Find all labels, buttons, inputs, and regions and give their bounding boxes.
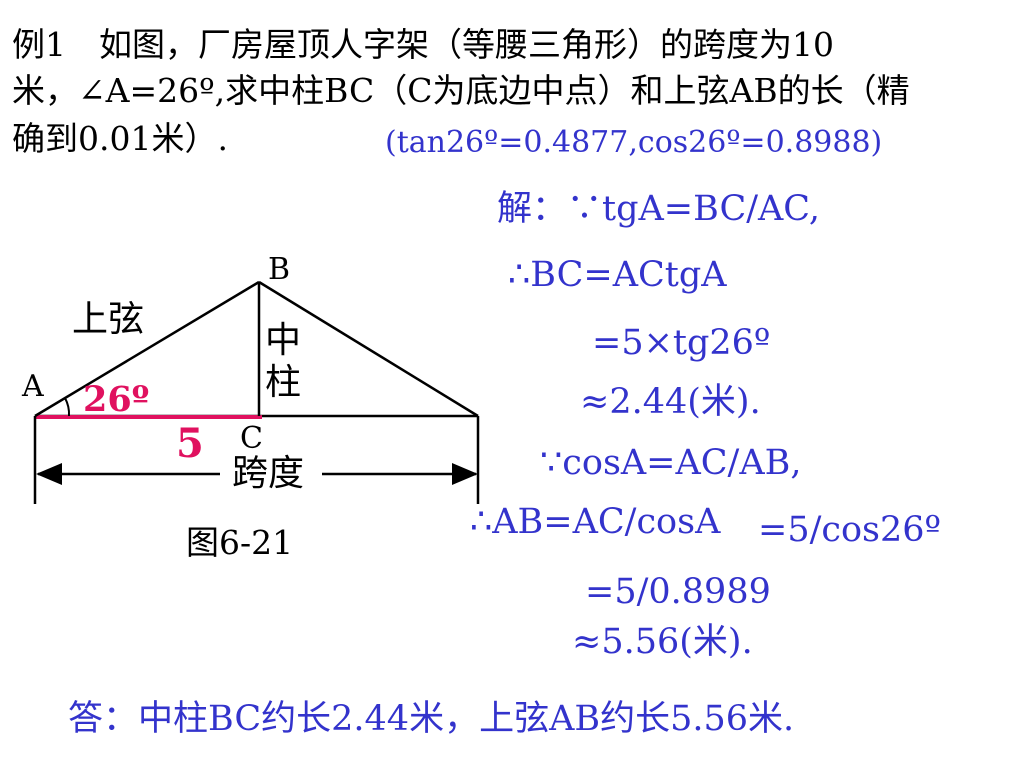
solution-step-9: ≈5.56(米). — [572, 622, 753, 662]
solution-step-2: ∴BC=ACtgA — [508, 255, 727, 295]
span-arrowhead-left — [36, 463, 62, 485]
angle-arc — [64, 397, 71, 417]
span-label: 跨度 — [232, 453, 305, 494]
solution-step-6: ∴AB=AC/cosA — [470, 502, 721, 542]
problem-hint: (tan26º=0.4877,cos26º=0.8988) — [385, 125, 883, 160]
half-base-label: 5 — [176, 420, 204, 467]
problem-line-3: 确到0.01米）. — [12, 119, 228, 158]
final-answer: 答：中柱BC约长2.44米，上弦AB约长5.56米. — [68, 699, 795, 739]
vertex-a-label: A — [22, 369, 44, 404]
center-post-label-1: 中 — [265, 320, 302, 361]
angle-label: 26º — [83, 379, 150, 420]
solution-step-5: ∵cosA=AC/AB, — [540, 443, 802, 483]
upper-chord-right — [258, 280, 479, 418]
upper-chord-left — [34, 280, 260, 418]
solution-step-1: 解：∵tgA=BC/AC, — [497, 189, 820, 229]
problem-line-2: 米，∠A=26º,求中柱BC（C为底边中点）和上弦AB的长（精 — [12, 71, 910, 110]
figure-caption: 图6-21 — [186, 523, 294, 562]
problem-line-1: 例1 如图，厂房屋顶人字架（等腰三角形）的跨度为10 — [12, 25, 834, 64]
center-post-label-2: 柱 — [265, 362, 302, 403]
vertex-c-label: C — [240, 421, 263, 456]
solution-step-7: =5/cos26º — [758, 510, 942, 550]
solution-step-8: =5/0.8989 — [585, 572, 771, 612]
vertex-b-label: B — [268, 252, 291, 287]
solution-step-3: =5×tg26º — [592, 323, 771, 363]
solution-step-4: ≈2.44(米). — [580, 382, 761, 422]
span-arrowhead-right — [452, 463, 478, 485]
upper-chord-label: 上弦 — [72, 299, 145, 340]
